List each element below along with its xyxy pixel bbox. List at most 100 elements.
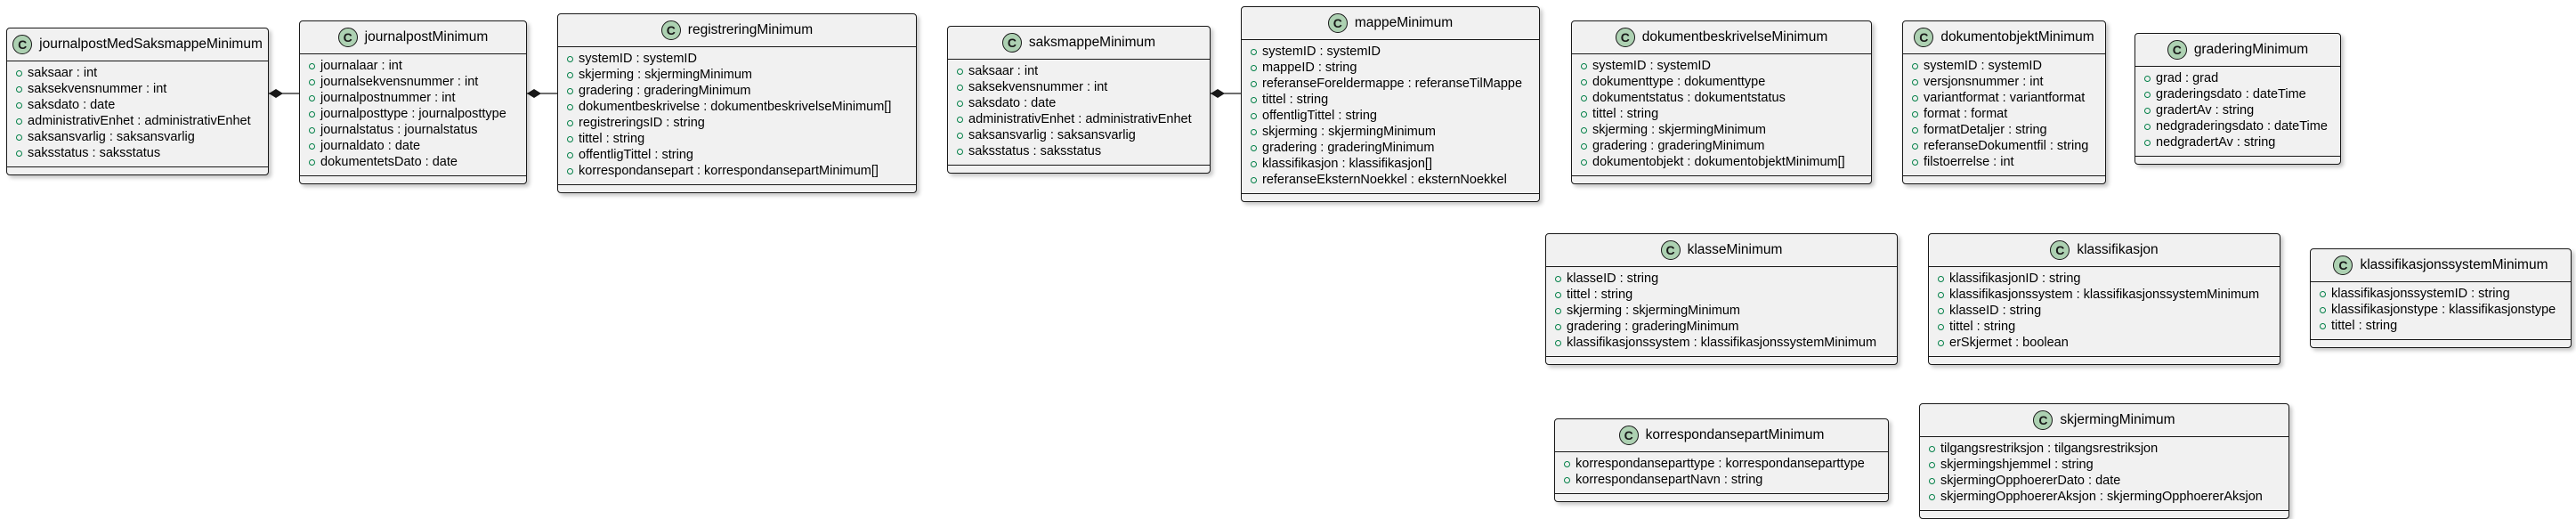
public-visibility-icon <box>1555 323 1561 330</box>
public-visibility-icon <box>16 85 22 93</box>
public-visibility-icon <box>1555 307 1561 314</box>
attribute-list: saksaar : int saksekvensnummer : int sak… <box>948 60 1210 166</box>
attribute-row: nedgraderingsdato : dateTime <box>2135 118 2340 134</box>
attribute-row: dokumentetsDato : date <box>300 154 526 170</box>
class-name: klassifikasjonssystemMinimum <box>2360 257 2548 272</box>
attribute-list: klassifikasjonssystemID : string klassif… <box>2311 282 2571 340</box>
attribute-row: variantformat : variantformat <box>1903 90 2105 106</box>
attribute-list: systemID : systemID versjonsnummer : int… <box>1903 54 2105 176</box>
class-journalpostMinimum[interactable]: C journalpostMinimum journalaar : int jo… <box>299 20 527 184</box>
attribute-row: erSkjermet : boolean <box>1929 335 2280 351</box>
class-stereotype-icon: C <box>1001 33 1022 53</box>
public-visibility-icon <box>16 69 22 77</box>
public-visibility-icon <box>1581 94 1587 101</box>
public-visibility-icon <box>1929 445 1935 452</box>
public-visibility-icon <box>957 84 963 91</box>
class-header: C klassifikasjon <box>1929 234 2280 267</box>
public-visibility-icon <box>2144 123 2151 130</box>
class-stereotype-icon: C <box>1327 13 1348 33</box>
attribute-row: filstoerrelse : int <box>1903 154 2105 170</box>
class-header: C saksmappeMinimum <box>948 27 1210 60</box>
class-korrespondansepartMinimum[interactable]: C korrespondansepartMinimum korrespondan… <box>1554 418 1889 502</box>
class-graderingMinimum[interactable]: C graderingMinimum grad : grad gradering… <box>2135 33 2341 165</box>
public-visibility-icon <box>567 151 573 158</box>
class-dokumentobjektMinimum[interactable]: C dokumentobjektMinimum systemID : syste… <box>1902 20 2106 184</box>
public-visibility-icon <box>567 103 573 110</box>
method-list <box>2135 157 2340 164</box>
attribute-row: klassifikasjonID : string <box>1929 271 2280 287</box>
attribute-row: klassifikasjonssystem : klassifikasjonss… <box>1546 335 1897 351</box>
public-visibility-icon <box>1581 158 1587 166</box>
attribute-row: gradering : graderingMinimum <box>1242 140 1539 156</box>
public-visibility-icon <box>1581 110 1587 118</box>
attribute-row: klassifikasjonstype : klassifikasjonstyp… <box>2311 302 2571 318</box>
class-header: C dokumentobjektMinimum <box>1903 21 2105 54</box>
public-visibility-icon <box>1912 110 1918 118</box>
public-visibility-icon <box>1938 307 1944 314</box>
attribute-row: klassifikasjon : klassifikasjon[] <box>1242 156 1539 172</box>
public-visibility-icon <box>309 78 315 85</box>
class-name: dokumentbeskrivelseMinimum <box>1641 29 1828 45</box>
public-visibility-icon <box>1938 275 1944 282</box>
method-list <box>7 167 268 174</box>
public-visibility-icon <box>1251 80 1257 87</box>
public-visibility-icon <box>1581 126 1587 134</box>
attribute-row: skjerming : skjermingMinimum <box>1572 122 1871 138</box>
class-dokumentbeskrivelseMinimum[interactable]: C dokumentbeskrivelseMinimum systemID : … <box>1571 20 1872 184</box>
attribute-row: saksstatus : saksstatus <box>948 143 1210 159</box>
class-header: C klasseMinimum <box>1546 234 1897 267</box>
attribute-row: registreringsID : string <box>558 115 916 131</box>
attribute-row: tittel : string <box>558 131 916 147</box>
class-stereotype-icon: C <box>1914 28 1934 47</box>
class-name: journalpostMedSaksmappeMinimum <box>39 36 263 52</box>
attribute-row: systemID : systemID <box>1572 58 1871 74</box>
attribute-row: referanseDokumentfil : string <box>1903 138 2105 154</box>
class-header: C klassifikasjonssystemMinimum <box>2311 249 2571 282</box>
attribute-row: systemID : systemID <box>1903 58 2105 74</box>
attribute-row: administrativEnhet : administrativEnhet <box>7 113 268 129</box>
public-visibility-icon <box>1251 64 1257 71</box>
public-visibility-icon <box>309 158 315 166</box>
method-list <box>948 166 1210 173</box>
class-stereotype-icon: C <box>1618 426 1639 445</box>
public-visibility-icon <box>1555 275 1561 282</box>
class-journalpostMedSaksmappeMinimum[interactable]: C journalpostMedSaksmappeMinimum saksaar… <box>6 28 269 175</box>
public-visibility-icon <box>1929 493 1935 500</box>
attribute-row: korrespondanseparttype : korrespondansep… <box>1555 456 1888 472</box>
public-visibility-icon <box>2144 75 2151 82</box>
attribute-row: nedgradertAv : string <box>2135 134 2340 150</box>
attribute-row: referanseForeldermappe : referanseTilMap… <box>1242 76 1539 92</box>
class-name: journalpostMinimum <box>364 29 489 45</box>
class-mappeMinimum[interactable]: C mappeMinimum systemID : systemID mappe… <box>1241 6 1540 202</box>
class-header: C journalpostMinimum <box>300 21 526 54</box>
attribute-row: offentligTittel : string <box>558 147 916 163</box>
public-visibility-icon <box>1912 158 1918 166</box>
attribute-row: saksaar : int <box>7 65 268 81</box>
class-name: skjermingMinimum <box>2060 412 2175 427</box>
public-visibility-icon <box>1929 461 1935 468</box>
class-klassifikasjon[interactable]: C klassifikasjon klassifikasjonID : stri… <box>1928 233 2280 365</box>
attribute-row: klasseID : string <box>1546 271 1897 287</box>
attribute-row: mappeID : string <box>1242 60 1539 76</box>
public-visibility-icon <box>1938 339 1944 346</box>
attribute-row: tittel : string <box>1572 106 1871 122</box>
attribute-row: tittel : string <box>1242 92 1539 108</box>
class-skjermingMinimum[interactable]: C skjermingMinimum tilgangsrestriksjon :… <box>1919 403 2289 519</box>
class-klassifikasjonssystemMinimum[interactable]: C klassifikasjonssystemMinimum klassifik… <box>2310 248 2572 348</box>
class-registreringMinimum[interactable]: C registreringMinimum systemID : systemI… <box>557 13 917 193</box>
method-list <box>2311 340 2571 347</box>
public-visibility-icon <box>1581 62 1587 69</box>
class-header: C dokumentbeskrivelseMinimum <box>1572 21 1871 54</box>
class-stereotype-icon: C <box>12 35 33 54</box>
class-klasseMinimum[interactable]: C klasseMinimum klasseID : string tittel… <box>1545 233 1898 365</box>
class-saksmappeMinimum[interactable]: C saksmappeMinimum saksaar : int saksekv… <box>947 26 1211 174</box>
attribute-list: journalaar : int journalsekvensnummer : … <box>300 54 526 176</box>
public-visibility-icon <box>2144 139 2151 146</box>
class-header: C skjermingMinimum <box>1920 404 2288 437</box>
public-visibility-icon <box>567 167 573 174</box>
attribute-row: saksekvensnummer : int <box>948 79 1210 95</box>
class-name: korrespondansepartMinimum <box>1645 427 1825 442</box>
attribute-row: klassifikasjonssystemID : string <box>2311 286 2571 302</box>
public-visibility-icon <box>16 101 22 109</box>
